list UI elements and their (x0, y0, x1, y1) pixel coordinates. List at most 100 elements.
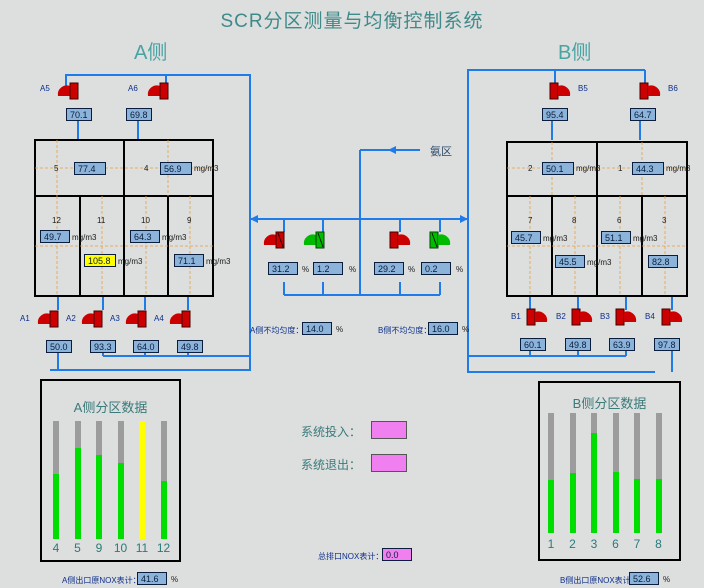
zone-a9-value: 71.1 (174, 254, 204, 267)
b-panel-title: B侧分区数据 (572, 396, 647, 411)
b-uniformity-value: 16.0 (428, 322, 458, 335)
zone-a5-value: 77.4 (74, 162, 106, 175)
valve-b4-label: B4 (645, 312, 655, 321)
valve-b6-value: 64.7 (630, 108, 656, 121)
center-valve-1-value: 31.2 (268, 262, 298, 275)
b-bar-label-8: 8 (655, 537, 662, 551)
zone-a12-value: 49.7 (40, 230, 70, 243)
zone-b1-value: 44.3 (632, 162, 664, 175)
b-bar-6 (612, 413, 619, 533)
valve-a5-icon[interactable] (56, 80, 84, 102)
zone-b7-value: 45.7 (511, 231, 541, 244)
center-valve-2-icon[interactable] (302, 229, 332, 251)
zone-b6-value: 51.1 (601, 231, 631, 244)
b-bar-8 (655, 413, 662, 533)
b-bar-label-7: 7 (633, 537, 641, 551)
b-bar-fill-6 (612, 471, 619, 533)
center-valve-1-unit: % (302, 265, 310, 274)
center-valve-2-value: 1.2 (313, 262, 343, 275)
b-outlet-nox-label: B侧出口原NOX表计： (560, 576, 639, 585)
zone-a10-label: 10 (141, 216, 150, 225)
zone-a4-unit: mg/m3 (194, 164, 219, 173)
a-bar-fill-12 (160, 481, 167, 539)
b-uniformity-unit: % (462, 325, 470, 334)
ammonia-label: 氨区 (430, 146, 452, 158)
a-bar-12 (160, 421, 167, 539)
b-bar-fill-2 (569, 473, 576, 533)
zone-a12-unit: mg/m3 (72, 233, 97, 242)
valve-b1-icon[interactable] (521, 306, 549, 328)
valve-a4-icon[interactable] (168, 308, 196, 330)
center-valve-1-icon[interactable] (262, 229, 292, 251)
valve-b2-value: 49.8 (565, 338, 591, 351)
zone-b1-unit: mg/m3 (666, 164, 691, 173)
valve-a1-icon[interactable] (36, 308, 64, 330)
valve-a6-label: A6 (128, 84, 138, 93)
valve-b3-value: 63.9 (609, 338, 635, 351)
valve-b5-icon[interactable] (544, 80, 572, 102)
b-bar-label-2: 2 (569, 537, 576, 551)
a-bar-label-12: 12 (156, 541, 171, 555)
valve-b1-value: 60.1 (520, 338, 546, 351)
page-title: SCR分区测量与均衡控制系统 (220, 11, 484, 32)
zone-b7-unit: mg/m3 (543, 234, 568, 243)
a-bar-label-5: 5 (74, 541, 81, 555)
valve-b4-icon[interactable] (656, 306, 684, 328)
center-valve-4-icon[interactable] (424, 229, 454, 251)
valve-a6-icon[interactable] (146, 80, 174, 102)
a-panel-title: A侧分区数据 (73, 400, 148, 415)
a-bar-10 (117, 421, 124, 539)
zone-b8-unit: mg/m3 (587, 258, 612, 267)
disable-button[interactable] (371, 454, 407, 472)
valve-a3-label: A3 (110, 314, 120, 323)
a-uniformity-label: A侧不均匀度： (250, 326, 304, 335)
b-outlet-nox-value: 52.6 (629, 572, 659, 585)
zone-b2-value: 50.1 (542, 162, 574, 175)
zone-b3-label: 3 (662, 216, 667, 225)
disable-label: 系统退出： (301, 458, 362, 472)
valve-b6-icon[interactable] (634, 80, 662, 102)
b-outlet-nox-unit: % (663, 575, 671, 584)
valve-a5-value: 70.1 (66, 108, 92, 121)
a-bar-fill-4 (53, 474, 59, 539)
a-uniformity-value: 14.0 (302, 322, 332, 335)
total-nox-label: 总排口NOX表计： (318, 552, 384, 561)
enable-label: 系统投入： (301, 425, 362, 439)
center-valve-2-unit: % (349, 265, 357, 274)
valve-b2-label: B2 (556, 312, 566, 321)
valve-b1-label: B1 (511, 312, 521, 321)
zone-b6-unit: mg/m3 (633, 234, 658, 243)
valve-a2-icon[interactable] (80, 308, 108, 330)
valve-a5-label: A5 (40, 84, 50, 93)
valve-b5-label: B5 (578, 84, 588, 93)
valve-b6-label: B6 (668, 84, 678, 93)
a-bar-11 (139, 421, 145, 539)
center-valve-3-icon[interactable] (384, 229, 414, 251)
zone-a11-value: 105.8 (84, 254, 116, 267)
b-bar-7 (634, 413, 640, 533)
enable-button[interactable] (371, 421, 407, 439)
zone-a5-label: 5 (54, 164, 59, 173)
valve-a4-label: A4 (154, 314, 164, 323)
a-bar-4 (53, 421, 59, 539)
zone-b1-label: 1 (618, 164, 623, 173)
zone-a9-unit: mg/m3 (206, 257, 231, 266)
a-bar-fill-11 (139, 421, 145, 539)
a-bar-fill-10 (117, 463, 124, 539)
valve-b3-icon[interactable] (610, 306, 638, 328)
valve-a2-label: A2 (66, 314, 76, 323)
valve-a3-icon[interactable] (124, 308, 152, 330)
b-bar-2 (569, 413, 576, 533)
valve-a1-value: 50.0 (46, 340, 72, 353)
a-bar-label-9: 9 (95, 541, 103, 555)
a-uniformity-unit: % (336, 325, 344, 334)
b-uniformity-label: B侧不均匀度： (378, 326, 432, 335)
valve-a4-value: 49.8 (177, 340, 203, 353)
zone-a11-unit: mg/m3 (118, 257, 143, 266)
valve-b2-icon[interactable] (566, 306, 594, 328)
zone-b7-label: 7 (528, 216, 533, 225)
valve-a6-value: 69.8 (126, 108, 152, 121)
valve-b3-label: B3 (600, 312, 610, 321)
